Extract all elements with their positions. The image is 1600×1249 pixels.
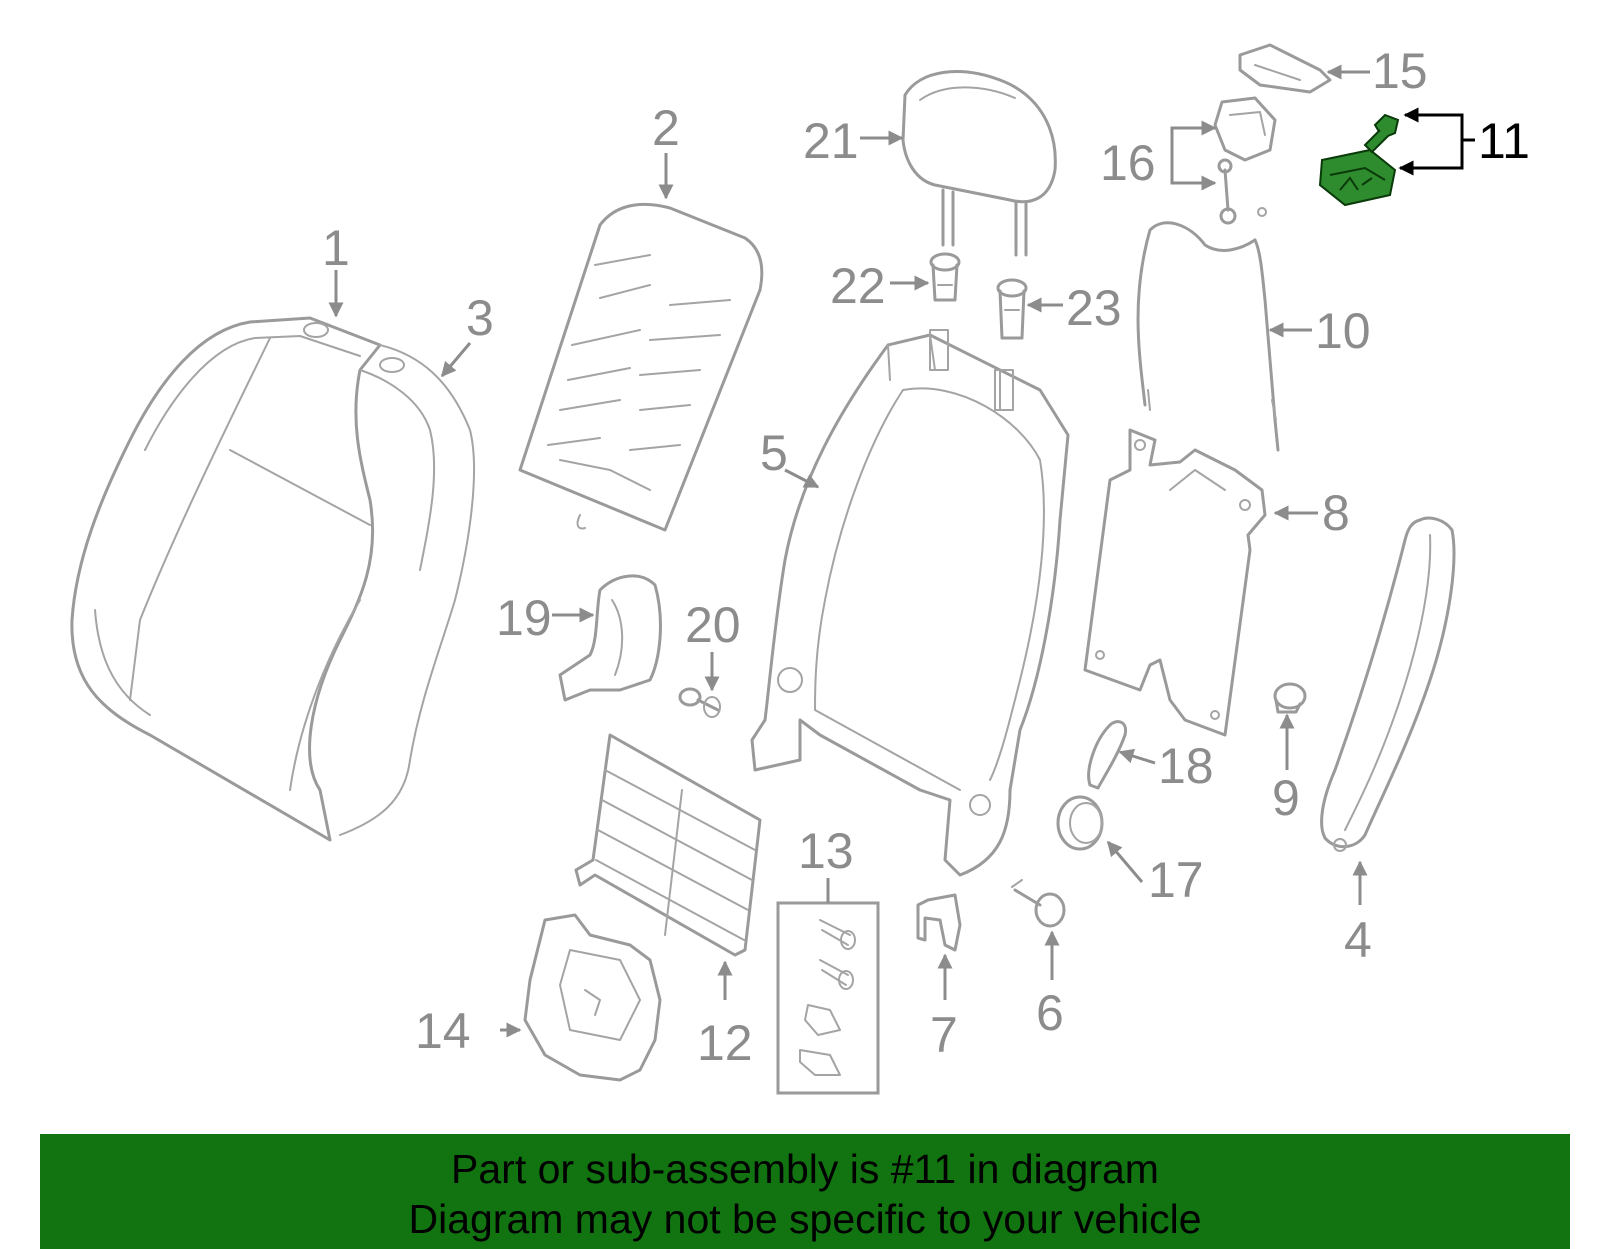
part-4-side-bolster <box>1320 516 1456 852</box>
leader-lines <box>328 64 1475 1038</box>
part-11-module <box>1318 148 1397 207</box>
callout-4: 4 <box>1344 912 1372 968</box>
part-21-headrest <box>901 70 1057 257</box>
callout-9: 9 <box>1272 770 1300 826</box>
callout-7: 7 <box>930 1007 958 1063</box>
banner-line-1: Part or sub-assembly is #11 in diagram <box>451 1146 1159 1192</box>
part-1-seat-back-cover <box>70 316 476 842</box>
part-23-headrest-guide <box>996 278 1028 340</box>
part-10-cable <box>1136 207 1280 452</box>
part-18-trim <box>1087 720 1128 790</box>
part-15-cap <box>1238 43 1332 94</box>
part-8-back-panel <box>1083 428 1267 737</box>
part-14-bracket <box>523 913 662 1082</box>
callout-5: 5 <box>760 425 788 481</box>
callout-6: 6 <box>1036 985 1064 1041</box>
info-banner: Part or sub-assembly is #11 in diagram D… <box>40 1134 1570 1249</box>
callout-15: 15 <box>1372 43 1428 99</box>
callout-2: 2 <box>652 100 680 156</box>
callout-23: 23 <box>1066 280 1122 336</box>
part-20-pin <box>678 687 721 718</box>
part-12-lumbar-support <box>574 733 762 957</box>
callout-17: 17 <box>1148 852 1204 908</box>
part-6-bolt <box>1011 879 1066 928</box>
part-2-seat-back-pad <box>518 202 764 532</box>
callout-13: 13 <box>798 823 854 879</box>
part-9-grommet <box>1273 682 1307 714</box>
part-17-knob <box>1056 795 1104 851</box>
part-5-seat-back-frame <box>750 329 1070 877</box>
part-16-release-handle <box>1213 96 1277 225</box>
part-13-hardware-kit <box>776 901 880 1095</box>
part-19-trim-cover <box>558 574 662 702</box>
callout-16: 16 <box>1100 135 1156 191</box>
part-7-clip <box>916 893 962 952</box>
callout-22: 22 <box>830 258 886 314</box>
callout-12: 12 <box>697 1015 753 1071</box>
callout-labels: 1 2 3 4 5 6 7 8 9 10 11 12 13 14 15 16 1… <box>322 43 1530 1071</box>
callout-21: 21 <box>803 113 859 169</box>
callout-3: 3 <box>466 290 494 346</box>
callout-8: 8 <box>1322 485 1350 541</box>
callout-11: 11 <box>1478 113 1530 169</box>
part-22-headrest-guide <box>929 252 961 302</box>
callout-1: 1 <box>322 220 350 276</box>
callout-20: 20 <box>685 597 741 653</box>
callout-19: 19 <box>496 590 552 646</box>
callout-14: 14 <box>415 1003 471 1059</box>
callout-18: 18 <box>1158 738 1214 794</box>
banner-line-2: Diagram may not be specific to your vehi… <box>408 1196 1202 1242</box>
part-11-screw <box>1363 113 1400 154</box>
callout-10: 10 <box>1315 303 1371 359</box>
